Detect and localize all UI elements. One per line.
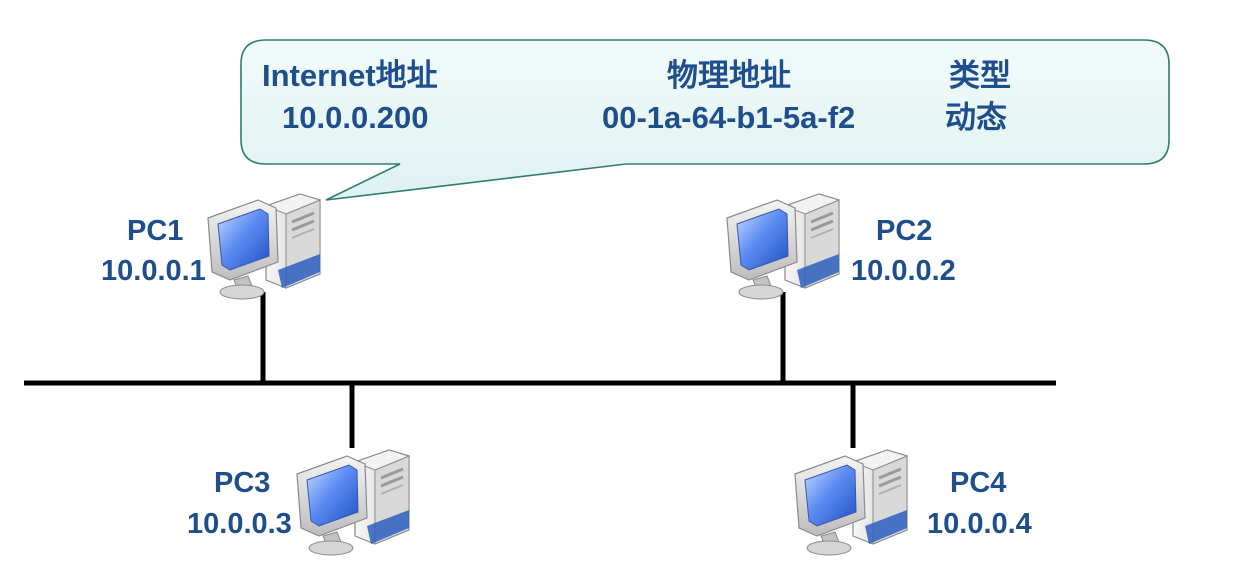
callout-col3-value: 动态 xyxy=(945,100,1007,135)
pc3-computer-icon xyxy=(295,448,411,557)
pc4-ip-label: 10.0.0.4 xyxy=(927,508,1032,540)
callout-col1-header: Internet地址 xyxy=(262,58,438,93)
callout-col3-header: 类型 xyxy=(949,58,1011,93)
pc1-name-label: PC1 xyxy=(127,215,184,247)
callout-bubble xyxy=(240,39,1170,201)
pc4-name-label: PC4 xyxy=(950,467,1007,499)
pc4-computer-icon xyxy=(793,448,909,557)
pc1-ip-label: 10.0.0.1 xyxy=(101,255,206,287)
callout-col1-value: 10.0.0.200 xyxy=(282,100,429,135)
callout-col2-header: 物理地址 xyxy=(667,58,791,93)
pc2-ip-label: 10.0.0.2 xyxy=(851,255,956,287)
pc1-computer-icon xyxy=(206,192,322,301)
pc2-computer-icon xyxy=(725,192,841,301)
pc3-ip-label: 10.0.0.3 xyxy=(187,508,292,540)
pc2-name-label: PC2 xyxy=(876,215,933,247)
pc3-name-label: PC3 xyxy=(214,467,271,499)
callout-col2-value: 00-1a-64-b1-5a-f2 xyxy=(602,100,856,135)
